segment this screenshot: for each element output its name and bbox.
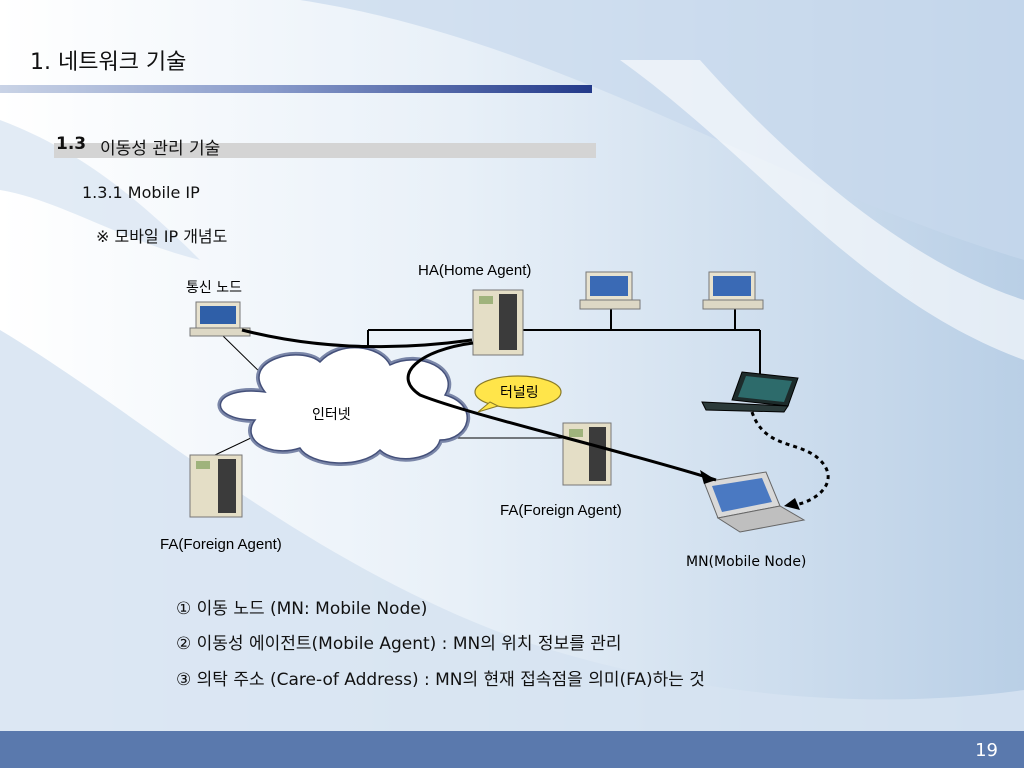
network-pc-icon bbox=[702, 271, 764, 310]
subsection-heading: 1.3.1 Mobile IP bbox=[82, 183, 200, 202]
cn-to-ha-path bbox=[241, 328, 473, 349]
internet-cloud-icon bbox=[217, 344, 471, 466]
section-number: 1.3 bbox=[56, 134, 87, 154]
section-highlight-bar bbox=[54, 143, 596, 158]
foreign-agent-server-icon bbox=[189, 454, 243, 518]
footer-bar bbox=[0, 731, 1024, 768]
tunneling-label: 터널링 bbox=[500, 385, 539, 401]
slide-title: 1. 네트워크 기술 bbox=[30, 50, 187, 75]
laptop-icon bbox=[701, 371, 799, 413]
foreign-agent-left-label: FA(Foreign Agent) bbox=[160, 536, 282, 553]
movement-arrowhead bbox=[784, 498, 800, 510]
list-item: ① 이동 노드 (MN: Mobile Node) bbox=[176, 599, 428, 619]
foreign-agent-server-icon bbox=[562, 422, 612, 486]
tunnel-arrowhead bbox=[700, 470, 716, 484]
page-number: 19 bbox=[975, 740, 998, 761]
home-agent-server-icon bbox=[472, 289, 524, 356]
home-agent-label: HA(Home Agent) bbox=[418, 262, 532, 279]
mobile-node-laptop-icon bbox=[703, 471, 806, 533]
correspondent-node-label: 통신 노드 bbox=[186, 280, 242, 296]
movement-path bbox=[750, 411, 830, 507]
foreign-agent-right-label: FA(Foreign Agent) bbox=[500, 502, 622, 519]
list-item: ③ 의탁 주소 (Care-of Address) : MN의 현재 접속점을 … bbox=[176, 670, 705, 690]
section-title: 이동성 관리 기술 bbox=[100, 139, 221, 159]
internet-label: 인터넷 bbox=[312, 407, 351, 423]
mobile-node-label: MN(Mobile Node) bbox=[686, 554, 807, 570]
tunneling-callout bbox=[474, 375, 562, 413]
correspondent-node-pc-icon bbox=[189, 301, 251, 337]
tunnel-path bbox=[406, 341, 717, 482]
network-pc-icon bbox=[579, 271, 641, 310]
diagram-caption: ※ 모바일 IP 개념도 bbox=[96, 227, 228, 246]
list-item: ② 이동성 에이전트(Mobile Agent) : MN의 위치 정보를 관리 bbox=[176, 634, 622, 654]
title-underline-bar bbox=[0, 85, 592, 93]
